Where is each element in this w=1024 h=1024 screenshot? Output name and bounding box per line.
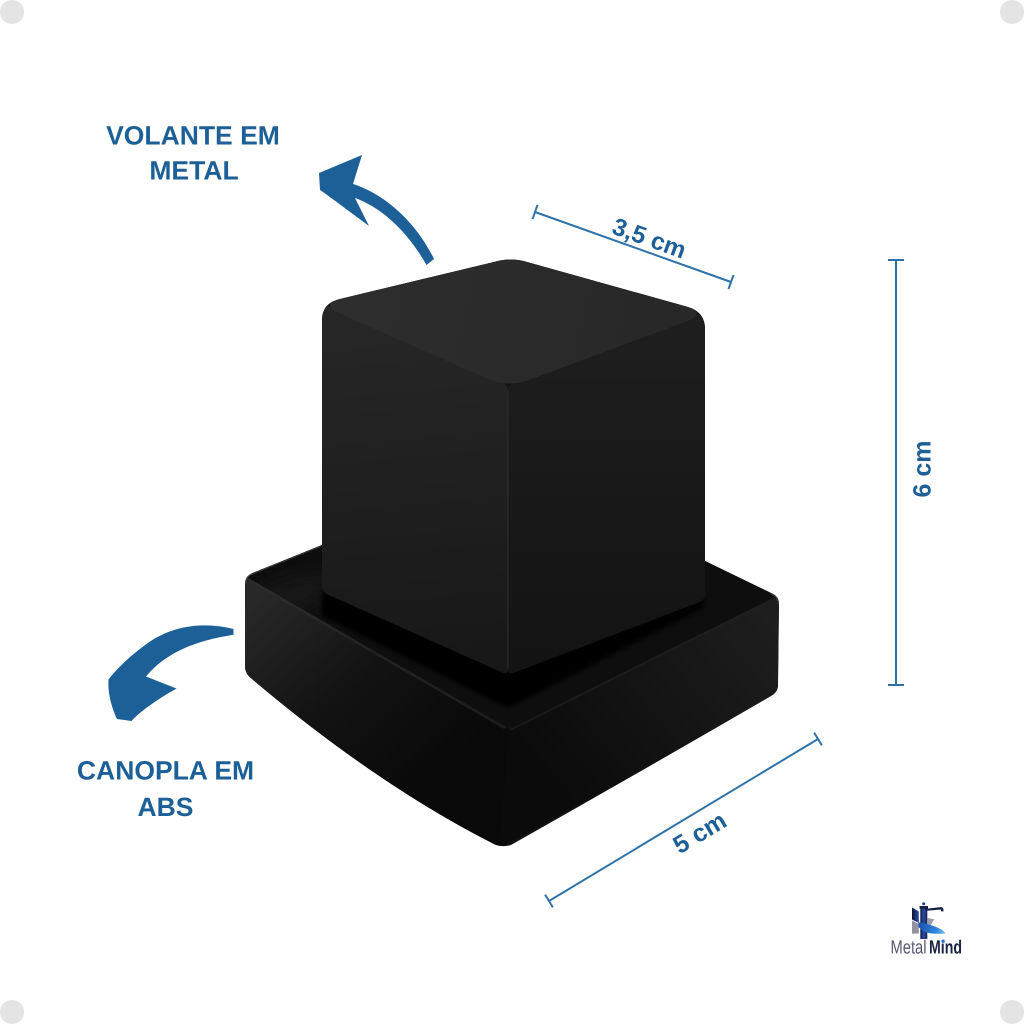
- svg-text:CANOPLA EM: CANOPLA EM: [77, 755, 254, 785]
- svg-text:Mind: Mind: [929, 938, 962, 959]
- svg-text:ABS: ABS: [138, 792, 194, 822]
- svg-text:VOLANTE EM: VOLANTE EM: [106, 121, 280, 151]
- svg-text:6 cm: 6 cm: [909, 441, 937, 498]
- svg-text:Metal: Metal: [891, 938, 927, 959]
- svg-text:METAL: METAL: [149, 155, 238, 185]
